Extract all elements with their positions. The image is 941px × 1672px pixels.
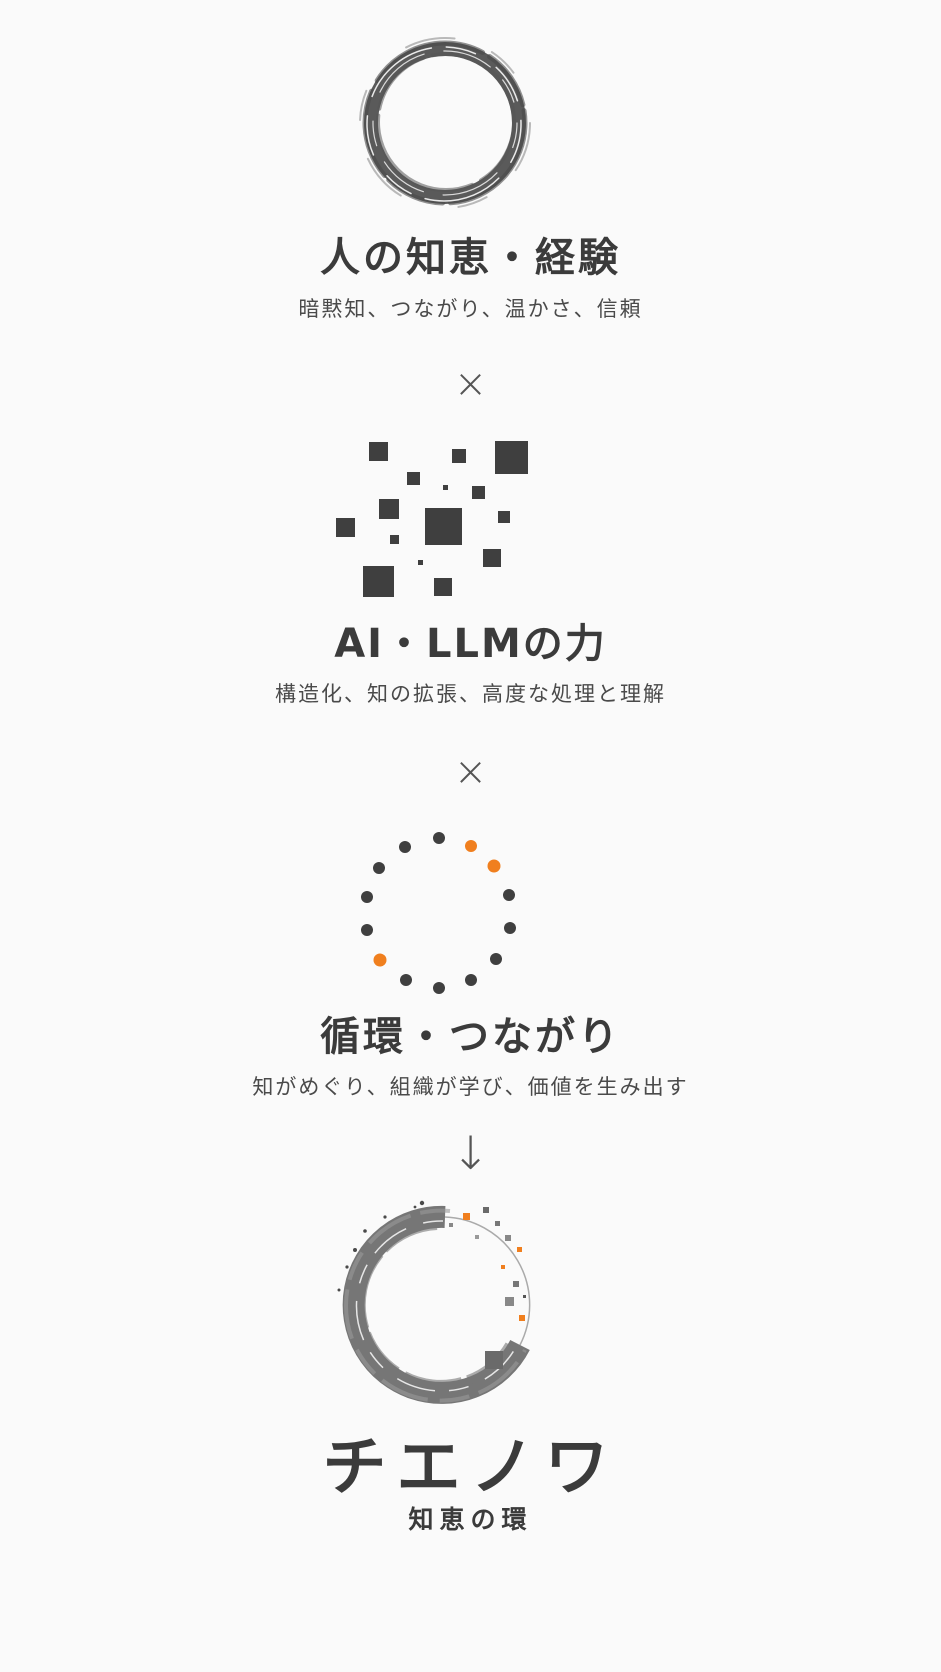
cycle-title: 循環・つながり	[320, 1014, 621, 1060]
ink-brush-circle-icon	[359, 37, 531, 209]
chienowa-logo-icon	[337, 1200, 531, 1404]
ai-title: AI・LLMの力	[334, 621, 607, 667]
multiply-operator: ×	[453, 749, 488, 795]
dotted-ring-icon	[361, 832, 516, 994]
human-subtitle: 暗黙知、つながり、温かさ、信頼	[298, 297, 643, 321]
logo-tagline: 知恵の環	[408, 1505, 533, 1534]
multiply-operator: ×	[453, 361, 488, 407]
logo-name: チエノワ	[322, 1431, 619, 1505]
human-title: 人の知恵・経験	[320, 235, 621, 281]
cycle-subtitle: 知がめぐり、組織が学び、価値を生み出す	[252, 1075, 689, 1099]
pixel-squares-icon	[336, 441, 528, 597]
ai-subtitle: 構造化、知の拡張、高度な処理と理解	[275, 682, 666, 706]
down-arrow-operator: ↓	[451, 1126, 490, 1180]
